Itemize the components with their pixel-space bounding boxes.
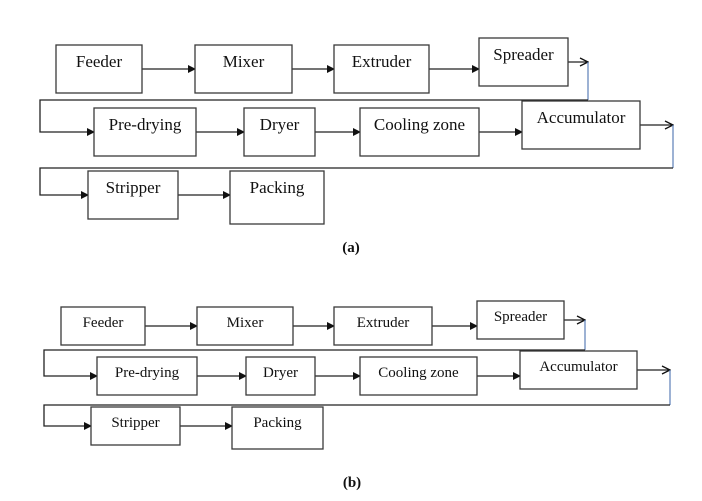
node-box [333, 44, 430, 94]
node-label: Mixer [223, 52, 265, 71]
node-stripper: Stripper [90, 406, 181, 446]
node-mixer: Mixer [196, 306, 294, 346]
node-box [229, 170, 325, 225]
node-label: Feeder [76, 52, 123, 71]
node-box [194, 44, 293, 94]
node-accumulator: Accumulator [519, 350, 638, 390]
node-label: Cooling zone [378, 365, 459, 381]
node-extruder: Extruder [333, 44, 430, 94]
node-box [196, 306, 294, 346]
node-label: Extruder [352, 52, 412, 71]
node-dryer: Dryer [243, 107, 316, 157]
edge-spreader-to-pre-drying [39, 99, 588, 136]
node-box [90, 406, 181, 446]
edge-accumulator-to-stripper [43, 404, 670, 430]
node-box [359, 356, 478, 396]
node-feeder: Feeder [60, 306, 146, 346]
node-dryer: Dryer [245, 356, 316, 396]
node-label: Packing [253, 415, 302, 431]
node-box [478, 37, 569, 87]
node-box [87, 170, 179, 220]
node-box [333, 306, 433, 346]
node-pre-drying: Pre-drying [96, 356, 198, 396]
node-label: Pre-drying [109, 115, 182, 134]
diagram-caption: (a) [342, 240, 360, 256]
node-label: Dryer [263, 365, 298, 381]
node-mixer: Mixer [194, 44, 293, 94]
node-accumulator: Accumulator [521, 100, 641, 150]
node-label: Accumulator [537, 108, 626, 127]
node-packing: Packing [229, 170, 325, 225]
node-box [60, 306, 146, 346]
node-box [359, 107, 480, 157]
node-box [476, 300, 565, 340]
node-extruder: Extruder [333, 306, 433, 346]
node-box [96, 356, 198, 396]
node-pre-drying: Pre-drying [93, 107, 197, 157]
node-label: Spreader [494, 309, 547, 325]
node-spreader: Spreader [476, 300, 565, 340]
edge-spreader-to-pre-drying [43, 349, 585, 380]
node-box [521, 100, 641, 150]
node-box [231, 406, 324, 450]
node-packing: Packing [231, 406, 324, 450]
node-feeder: Feeder [55, 44, 143, 94]
node-label: Cooling zone [374, 115, 465, 134]
node-label: Mixer [227, 315, 264, 331]
node-label: Accumulator [539, 359, 617, 375]
node-box [245, 356, 316, 396]
node-label: Stripper [111, 415, 159, 431]
node-label: Pre-drying [115, 365, 180, 381]
node-box [243, 107, 316, 157]
node-box [93, 107, 197, 157]
node-label: Feeder [83, 315, 124, 331]
node-box [55, 44, 143, 94]
node-cooling-zone: Cooling zone [359, 356, 478, 396]
node-box [519, 350, 638, 390]
node-label: Dryer [260, 115, 300, 134]
node-spreader: Spreader [478, 37, 569, 87]
node-stripper: Stripper [87, 170, 179, 220]
diagram-caption: (b) [343, 475, 361, 491]
node-label: Stripper [106, 178, 161, 197]
node-label: Spreader [493, 45, 554, 64]
node-label: Packing [250, 178, 305, 197]
node-cooling-zone: Cooling zone [359, 107, 480, 157]
edge-accumulator-to-stripper [39, 167, 673, 199]
node-label: Extruder [357, 315, 409, 331]
